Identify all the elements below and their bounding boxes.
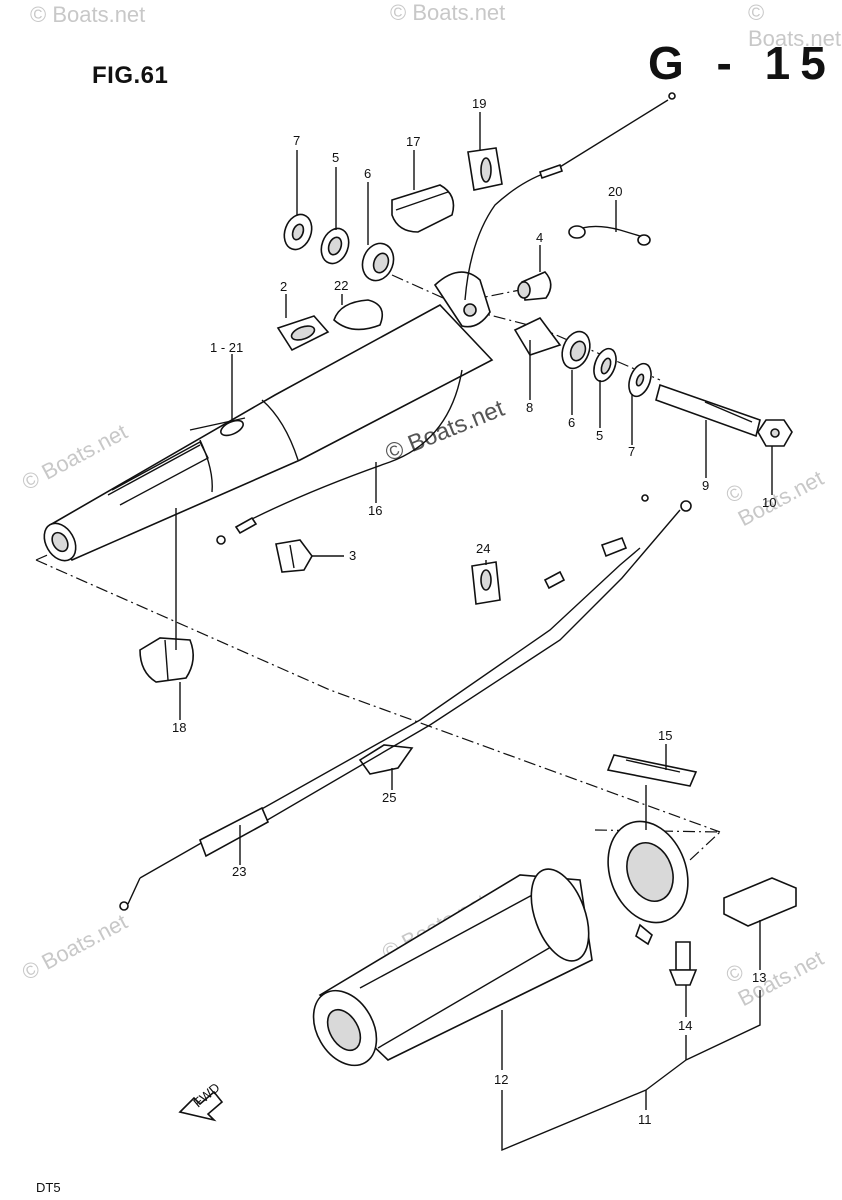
callout-1-21: 1 - 21 (210, 340, 243, 355)
callout-12: 12 (494, 1072, 508, 1087)
watermark: © Boats.net (390, 0, 506, 25)
callout-15: 15 (658, 728, 672, 743)
adjuster-parts-upper (276, 147, 651, 352)
callout-25: 25 (382, 790, 396, 805)
callout-16: 16 (368, 503, 382, 518)
callout-9: 9 (702, 478, 709, 493)
throttle-cable (216, 92, 676, 545)
callout-20: 20 (608, 184, 622, 199)
callout-2: 2 (280, 279, 287, 294)
callout-24: 24 (476, 541, 490, 556)
callout-numbers: 1 - 21 2 3 4 5 5 6 6 7 7 8 9 10 11 12 13… (172, 96, 776, 1127)
callout-23: 23 (232, 864, 246, 879)
leader-lines (175, 112, 773, 1152)
callout-8: 8 (526, 400, 533, 415)
clips-and-bands (139, 539, 698, 787)
watermark: © Boats.net (748, 0, 841, 51)
callout-4: 4 (536, 230, 543, 245)
control-cables (119, 494, 692, 911)
callout-7-lower: 7 (628, 444, 635, 459)
callout-22: 22 (334, 278, 348, 293)
callout-14: 14 (678, 1018, 692, 1033)
callout-13: 13 (752, 970, 766, 985)
adjuster-parts-lower (513, 316, 793, 447)
callout-19: 19 (472, 96, 486, 111)
callout-11: 11 (638, 1112, 652, 1127)
figure-label: FIG.61 (92, 62, 169, 89)
model-label: DT5 (36, 1180, 61, 1195)
throttle-grip-assembly (312, 820, 797, 1067)
callout-7-upper: 7 (293, 133, 300, 148)
callout-17: 17 (406, 134, 420, 149)
forward-direction-arrow: FWD (178, 1080, 224, 1122)
callout-5-lower: 5 (596, 428, 603, 443)
callout-18: 18 (172, 720, 186, 735)
watermark: © Boats.net (30, 2, 146, 27)
callout-3: 3 (349, 548, 356, 563)
callout-5-upper: 5 (332, 150, 339, 165)
steering-handle-tube (43, 271, 494, 562)
callout-6-lower: 6 (568, 415, 575, 430)
callout-6-upper: 6 (364, 166, 371, 181)
callout-10: 10 (762, 495, 776, 510)
sheet-code: G - 15 (648, 37, 836, 89)
